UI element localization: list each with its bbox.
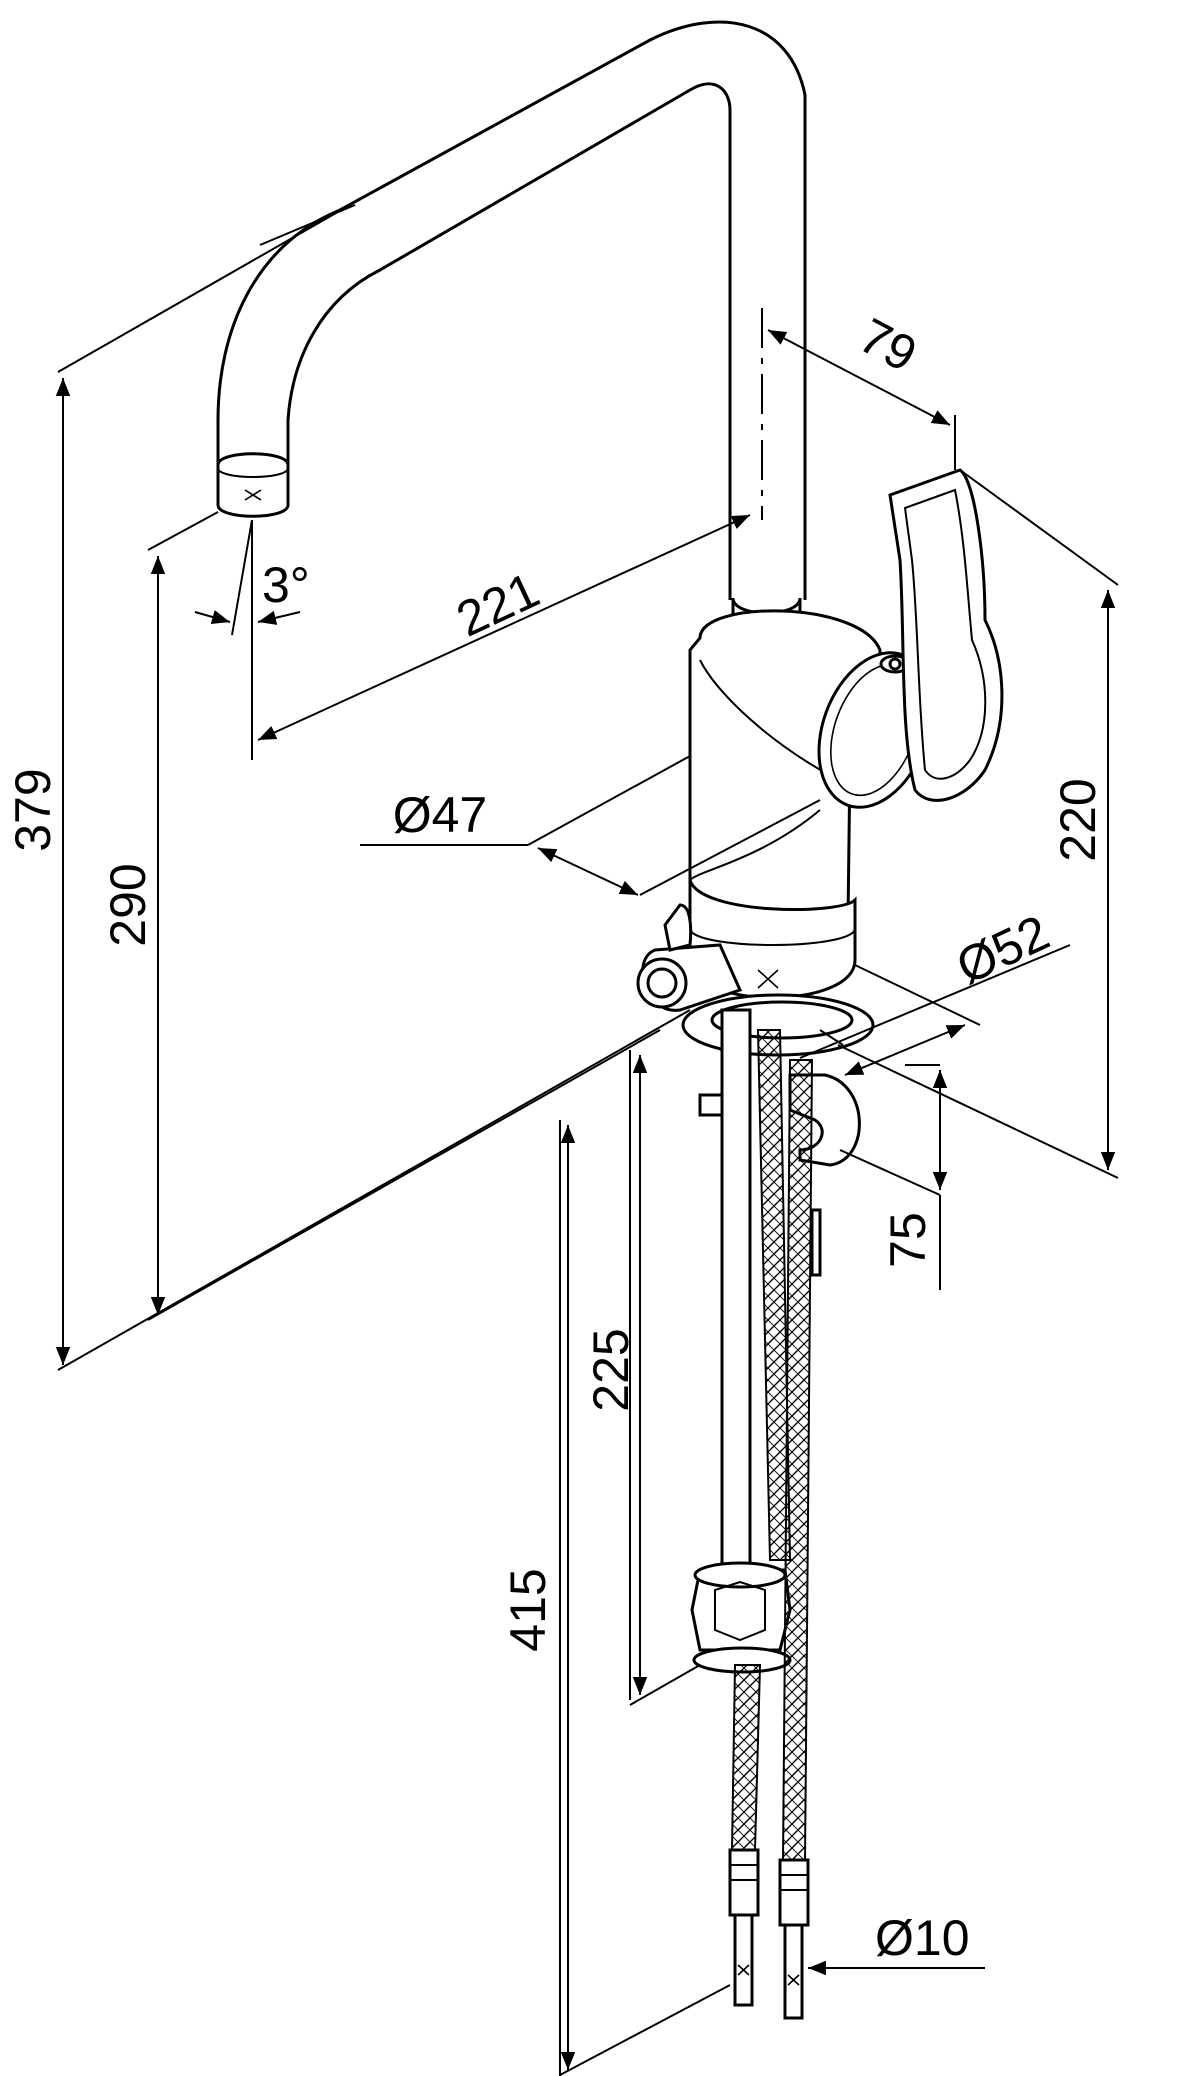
dim-base-diameter: Ø52 [948,904,1057,995]
dim-hose-length: 415 [500,1568,556,1651]
dim-handle-height: 220 [1050,778,1106,861]
dim-rod-length: 225 [583,1328,639,1411]
dim-spout-height: 290 [100,863,156,946]
dim-spout-reach: 221 [448,562,547,648]
mounting-nut [690,1561,792,1674]
lever-handle [888,468,1004,802]
dim-spout-angle: 3° [262,557,310,613]
dim-deck-thickness: 75 [880,1212,936,1268]
dim-handle-offset: 79 [850,307,925,383]
spout-tube [216,20,807,600]
side-valve [636,903,743,1012]
mounting-rod [720,1008,752,1567]
dim-hose-connection: Ø10 [875,1910,970,1966]
braided-hoses [730,1029,822,1861]
dimension-lines [55,204,1119,2076]
dim-overall-height: 379 [5,768,61,851]
dim-body-diameter: Ø47 [393,787,488,843]
hose-fittings [728,1848,810,2020]
spout-tube-inner [286,82,732,600]
spout-nozzle [216,452,290,518]
